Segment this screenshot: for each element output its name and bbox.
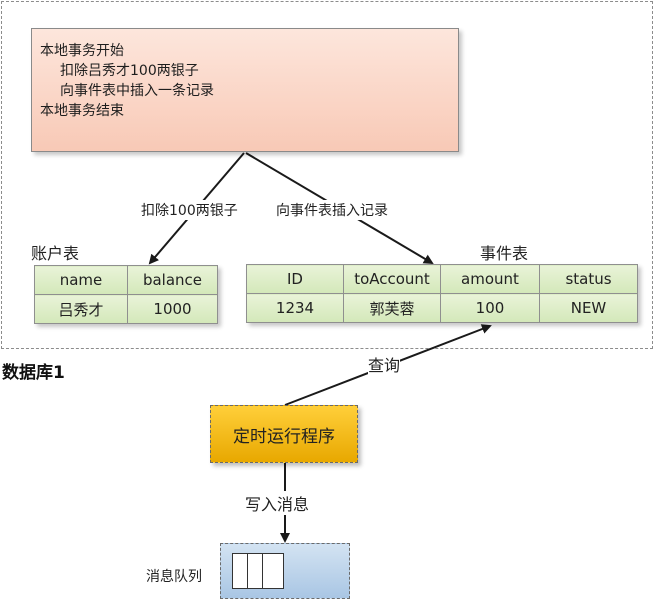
transaction-insert-step: 向事件表中插入一条记录 bbox=[60, 83, 214, 99]
scheduler-box: 定时运行程序 bbox=[210, 405, 358, 463]
table-cell: 100 bbox=[440, 293, 540, 323]
account-table: name balance 吕秀才 1000 bbox=[34, 265, 218, 324]
table-cell: 1234 bbox=[246, 293, 344, 323]
scheduler-label: 定时运行程序 bbox=[233, 426, 335, 447]
header-cell: amount bbox=[440, 264, 540, 294]
query-arrow-label: 查询 bbox=[368, 352, 401, 376]
table-header-row: ID toAccount amount status bbox=[246, 264, 638, 294]
transaction-box: 本地事务开始 扣除吕秀才100两银子 向事件表中插入一条记录 本地事务结束 bbox=[31, 28, 459, 152]
message-queue-box bbox=[220, 543, 350, 599]
table-cell: 1000 bbox=[127, 294, 218, 324]
database-region bbox=[1, 1, 653, 349]
database-label: 数据库1 bbox=[2, 363, 65, 383]
transaction-deduct-step: 扣除吕秀才100两银子 bbox=[60, 63, 199, 79]
table-row: 1234 郭芙蓉 100 NEW bbox=[246, 293, 638, 323]
transaction-end: 本地事务结束 bbox=[40, 103, 124, 119]
queue-slot bbox=[247, 553, 263, 589]
table-row: 吕秀才 1000 bbox=[34, 294, 218, 324]
queue-slot bbox=[232, 553, 248, 589]
table-header-row: name balance bbox=[34, 265, 218, 295]
transaction-begin: 本地事务开始 bbox=[40, 43, 124, 59]
event-table: ID toAccount amount status 1234 郭芙蓉 100 … bbox=[246, 264, 638, 323]
header-cell: status bbox=[539, 264, 638, 294]
insert-arrow-label: 向事件表插入记录 bbox=[276, 200, 388, 220]
table-cell: 吕秀才 bbox=[34, 294, 128, 324]
write-arrow-label: 写入消息 bbox=[245, 491, 310, 515]
table-cell: 郭芙蓉 bbox=[343, 293, 441, 323]
header-cell: balance bbox=[127, 265, 218, 295]
header-cell: toAccount bbox=[343, 264, 441, 294]
table-cell: NEW bbox=[539, 293, 638, 323]
account-table-title: 账户表 bbox=[31, 244, 80, 263]
header-cell: ID bbox=[246, 264, 344, 294]
deduct-arrow-label: 扣除100两银子 bbox=[141, 200, 238, 220]
queue-slot bbox=[262, 553, 278, 589]
event-table-title: 事件表 bbox=[480, 244, 529, 263]
message-queue-label: 消息队列 bbox=[146, 569, 202, 585]
header-cell: name bbox=[34, 265, 128, 295]
queue-slot-end bbox=[277, 553, 284, 589]
